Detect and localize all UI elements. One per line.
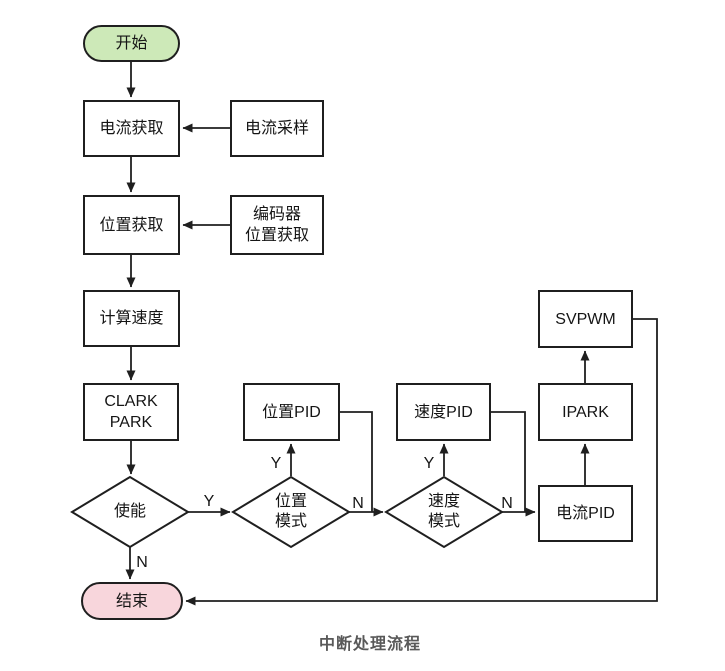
node-end-label: 结束 [115, 592, 148, 610]
node-current-pid-label: 电流PID [556, 505, 615, 522]
node-clark-park-label-line1: CLARK [104, 393, 158, 410]
node-encoder-label-line2: 位置获取 [244, 227, 309, 244]
pos-mode-diamond-label: 位置 模式 [241, 480, 341, 544]
speed-mode-yes-label: Y [423, 455, 435, 472]
pos-mode-label-line2: 模式 [274, 513, 307, 530]
node-encoder-label-line1: 编码器 [252, 206, 301, 223]
node-end: 结束 [81, 582, 183, 620]
node-speed-pid: 速度PID [396, 383, 491, 441]
node-start-label: 开始 [115, 35, 148, 52]
pos-mode-yes-label: Y [270, 455, 282, 472]
node-ipark-label: IPARK [562, 403, 609, 421]
speed-mode-no-label: N [501, 495, 513, 512]
node-current-sample: 电流采样 [230, 100, 324, 157]
enable-yes-label: Y [203, 493, 215, 510]
node-pos-get-label: 位置获取 [99, 216, 164, 234]
node-start: 开始 [83, 25, 180, 62]
speed-mode-label-line1: 速度 [427, 493, 460, 510]
node-pos-pid: 位置PID [243, 383, 340, 441]
node-pos-get: 位置获取 [83, 195, 180, 255]
node-calc-speed-label: 计算速度 [99, 310, 164, 327]
node-current-get: 电流获取 [83, 100, 180, 157]
pos-mode-no-label: N [352, 495, 364, 512]
enable-diamond-label-text: 使能 [113, 503, 146, 520]
diagram-caption: 中断处理流程 [318, 636, 422, 653]
node-clark-park-label-line2: PARK [109, 414, 153, 431]
node-pos-pid-label: 位置PID [262, 403, 321, 421]
pos-mode-label-line1: 位置 [274, 493, 307, 510]
node-current-pid: 电流PID [538, 485, 633, 542]
node-current-sample-label: 电流采样 [244, 120, 309, 137]
speed-mode-label-line2: 模式 [427, 513, 460, 530]
node-clark-park: CLARK PARK [83, 383, 179, 441]
enable-no-label: N [136, 554, 148, 571]
node-speed-pid-label: 速度PID [414, 403, 473, 421]
node-svpwm: SVPWM [538, 290, 633, 348]
enable-diamond-label: 使能 [80, 482, 180, 542]
connector-svpwm-to-end [185, 318, 658, 606]
node-svpwm-label: SVPWM [555, 310, 616, 328]
node-ipark: IPARK [538, 383, 633, 441]
speed-mode-diamond-label: 速度 模式 [394, 480, 494, 544]
node-current-get-label: 电流获取 [99, 120, 164, 137]
node-encoder: 编码器 位置获取 [230, 195, 324, 255]
node-calc-speed: 计算速度 [83, 290, 180, 347]
